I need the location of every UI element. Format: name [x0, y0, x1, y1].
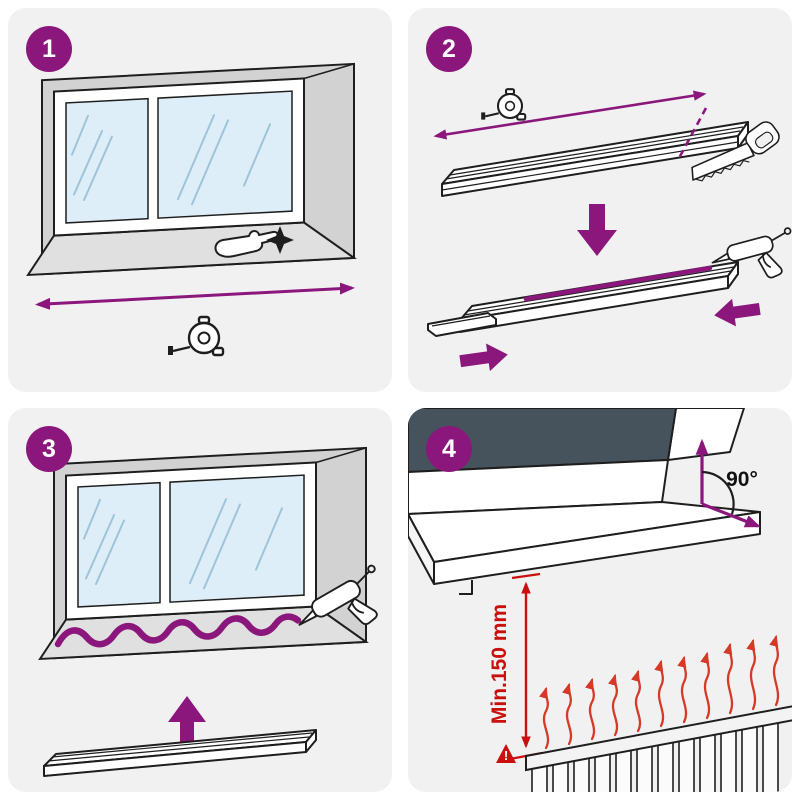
- step-number: 3: [42, 434, 56, 463]
- step-4-illustration: 90° Min.150 mm !: [408, 408, 792, 792]
- slide-arrow-left: [714, 298, 761, 327]
- glass-reflection-lines: [83, 498, 283, 590]
- up-arrow: [168, 696, 206, 746]
- clearance-dimension: Min.150 mm !: [488, 572, 543, 763]
- window-pane-right: [157, 90, 293, 219]
- clearance-label: Min.150 mm: [488, 604, 511, 724]
- width-dimension-arrow: [433, 90, 707, 140]
- warning-label: !: [504, 748, 508, 763]
- wall-step-under-sill: [459, 580, 473, 595]
- step-panel-4: 4: [408, 408, 792, 792]
- angle-label: 90°: [726, 468, 758, 491]
- step-badge-2: 2: [426, 26, 472, 72]
- tape-measure-icon: [481, 88, 527, 121]
- step-badge-3: 3: [26, 426, 72, 472]
- down-arrow: [577, 204, 617, 256]
- step-badge-1: 1: [26, 26, 72, 72]
- step-panel-2: 2: [408, 8, 792, 392]
- angle-arc: [701, 470, 735, 515]
- adhesive-bead-wavy: [54, 613, 302, 648]
- window-illustration: [38, 446, 369, 661]
- offcut-strip: [427, 312, 497, 337]
- tape-measure-icon: [168, 315, 225, 357]
- step-number: 4: [442, 434, 456, 463]
- glass-reflection-lines: [71, 114, 271, 206]
- saw-teeth: [696, 159, 750, 182]
- right-angle-arrows: 90°: [695, 438, 761, 528]
- radiator-top-rail: [525, 705, 792, 772]
- window-pane-left: [65, 97, 149, 224]
- heat-arrows: [539, 634, 780, 750]
- step-panel-1: 1: [8, 8, 392, 392]
- window-illustration: [26, 62, 357, 310]
- step-panel-3: 3: [8, 408, 392, 792]
- window-illustration: [408, 408, 761, 595]
- hand-saw-icon: [691, 121, 780, 182]
- window-pane-right: [169, 474, 305, 603]
- sill-board: [43, 729, 317, 777]
- step-number: 1: [42, 34, 56, 63]
- step-2-illustration: [427, 88, 792, 372]
- radiator: [525, 705, 792, 792]
- step-badge-4: 4: [426, 426, 472, 472]
- caulking-gun-icon: [298, 564, 378, 626]
- step-number: 2: [442, 34, 456, 63]
- warning-triangle-icon: !: [496, 744, 516, 763]
- window-frame-corner: [667, 408, 745, 461]
- step-1-illustration: [26, 62, 357, 357]
- step-3-illustration: [38, 446, 378, 777]
- sill-board-uncut: [441, 121, 749, 197]
- snap-spark: [266, 226, 294, 254]
- cut-line: [676, 107, 708, 161]
- caulking-gun-icon: [711, 227, 792, 279]
- window-pane-left: [77, 481, 161, 608]
- hand-snap-icon: [214, 226, 294, 258]
- slide-arrow-right: [459, 343, 508, 372]
- adhesive-bead: [523, 265, 713, 302]
- sill-left-end: [408, 513, 435, 585]
- width-dimension-arrow: [35, 282, 355, 310]
